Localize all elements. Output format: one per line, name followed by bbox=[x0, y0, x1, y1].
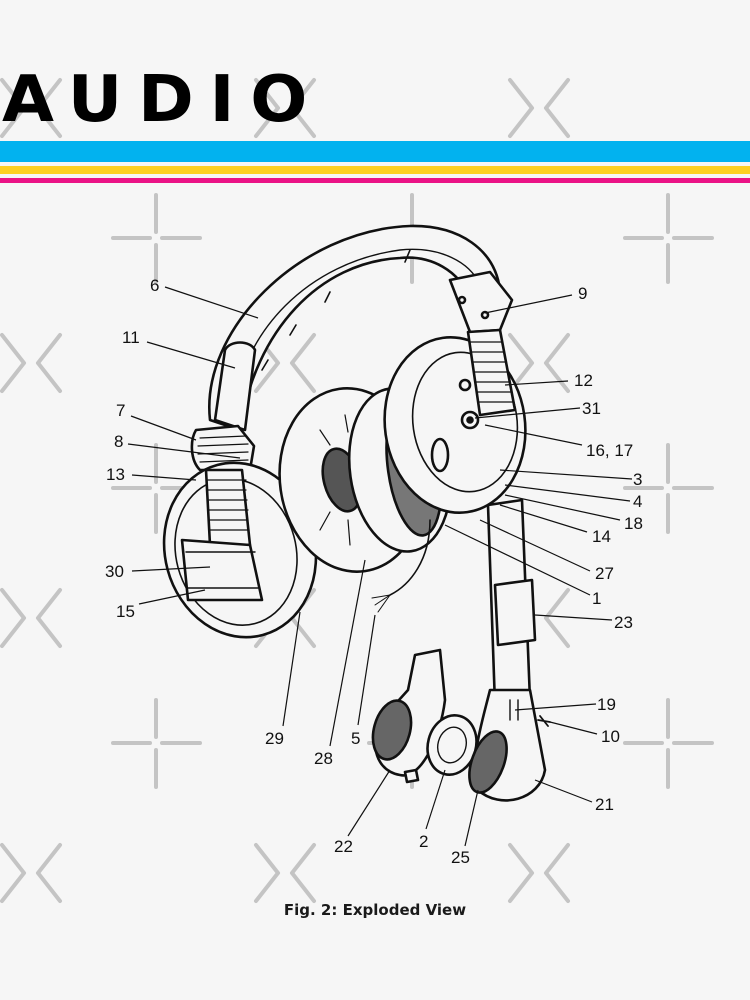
label-27: 27 bbox=[595, 564, 614, 583]
figure-caption: Fig. 2: Exploded View bbox=[283, 901, 467, 919]
label-4: 4 bbox=[633, 492, 643, 511]
label-2: 2 bbox=[419, 832, 429, 851]
label-15: 15 bbox=[116, 602, 135, 621]
label-6: 6 bbox=[150, 276, 160, 295]
label-11: 11 bbox=[122, 328, 140, 347]
yellow-stripe bbox=[0, 166, 750, 174]
label-22: 22 bbox=[334, 837, 353, 856]
label-14: 14 bbox=[592, 527, 611, 546]
label-18: 18 bbox=[624, 514, 643, 533]
label-5: 5 bbox=[351, 729, 361, 748]
magenta-stripe bbox=[0, 178, 750, 183]
label-25: 25 bbox=[451, 848, 470, 867]
label-19: 19 bbox=[597, 695, 616, 714]
label-30: 30 bbox=[105, 562, 124, 581]
label-7: 7 bbox=[116, 401, 126, 420]
cyan-stripe bbox=[0, 141, 750, 162]
label-12: 12 bbox=[574, 371, 593, 390]
label-8: 8 bbox=[114, 432, 124, 451]
label-13: 13 bbox=[106, 465, 125, 484]
label-16-17: 16, 17 bbox=[586, 441, 634, 460]
label-3: 3 bbox=[633, 470, 643, 489]
label-10: 10 bbox=[601, 727, 620, 746]
label-23: 23 bbox=[614, 613, 633, 632]
label-29: 29 bbox=[265, 729, 284, 748]
page-title: AUDIO bbox=[2, 63, 324, 137]
label-1: 1 bbox=[592, 589, 602, 608]
label-21: 21 bbox=[595, 795, 614, 814]
label-9: 9 bbox=[578, 284, 588, 303]
label-31: 31 bbox=[582, 399, 601, 418]
label-28: 28 bbox=[314, 749, 333, 768]
